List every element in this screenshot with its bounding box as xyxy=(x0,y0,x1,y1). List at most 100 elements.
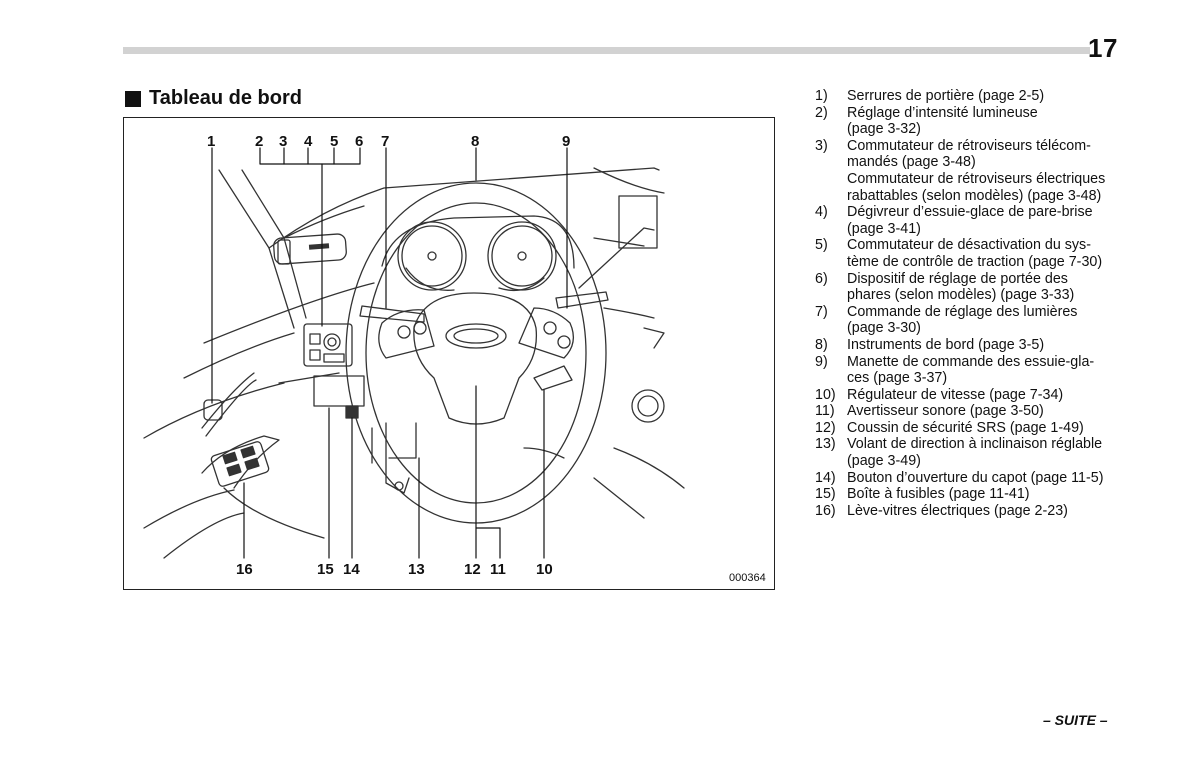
callout-4: 4 xyxy=(304,133,313,150)
legend-item: 4) Dégivreur d’essuie-glace de pare-brise… xyxy=(815,204,1119,237)
legend-text: Dégivreur d’essuie-glace de pare-brise(p… xyxy=(847,204,1119,237)
legend-number: 1) xyxy=(815,88,828,104)
legend-text: Coussin de sécurité SRS (page 1-49) xyxy=(847,420,1119,437)
legend-line: Lève-vitres électriques (page 2-23) xyxy=(847,502,1068,519)
legend-text: Commutateur de désactivation du sys-tème… xyxy=(847,237,1119,270)
callout-10: 10 xyxy=(536,561,553,578)
legend-number: 8) xyxy=(815,336,828,353)
legend-item: 5) Commutateur de désactivation du sys-tè… xyxy=(815,237,1119,270)
callout-11: 11 xyxy=(490,561,506,578)
legend-line: Dispositif de réglage de portée des xyxy=(847,270,1068,287)
legend-number: 4) xyxy=(815,204,828,221)
legend-line: phares (selon modèles) (page 3-33) xyxy=(847,287,1075,304)
legend-text: Commande de réglage des lumières(page 3-… xyxy=(847,304,1119,337)
legend-text: Commutateur de rétroviseurs télécom-mand… xyxy=(847,138,1119,204)
legend-item: 12) Coussin de sécurité SRS (page 1-49) xyxy=(815,420,1119,437)
legend-line: Serrures de portière (page 2-5) xyxy=(847,88,1045,104)
legend-line: (page 3-41) xyxy=(847,220,921,237)
legend-item: 3) Commutateur de rétroviseurs télécom-ma… xyxy=(815,138,1119,204)
legend-item: 2) Réglage d’intensité lumineuse(page 3-3… xyxy=(815,105,1119,138)
callout-2: 2 xyxy=(255,133,264,150)
legend-number: 14) xyxy=(815,469,836,486)
continued-label: – SUITE – xyxy=(1043,712,1108,728)
legend-number: 10) xyxy=(815,386,836,403)
legend-number: 12) xyxy=(815,419,836,436)
legend-item: 8) Instruments de bord (page 3-5) xyxy=(815,337,1119,354)
legend-number: 9) xyxy=(815,353,828,370)
legend-line: tème de contrôle de traction (page 7-30) xyxy=(847,253,1103,270)
legend-text: Bouton d’ouverture du capot (page 11-5) xyxy=(847,470,1119,487)
callout-6: 6 xyxy=(355,133,364,150)
legend-list: 1) Serrures de portière (page 2-5) 2) Régla… xyxy=(815,88,1119,519)
legend-item: 7) Commande de réglage des lumières(page … xyxy=(815,304,1119,337)
legend-line: (page 3-30) xyxy=(847,320,921,337)
legend-text: Manette de commande des essuie-gla-ces (… xyxy=(847,354,1119,387)
legend-text: Régulateur de vitesse (page 7-34) xyxy=(847,387,1119,404)
section-title: Tableau de bord xyxy=(149,87,302,109)
callout-8: 8 xyxy=(471,133,480,150)
callout-1: 1 xyxy=(207,133,216,150)
legend-line: Coussin de sécurité SRS (page 1-49) xyxy=(847,419,1084,436)
legend-item: 13) Volant de direction à inclinaison rég… xyxy=(815,436,1119,469)
callout-3: 3 xyxy=(279,133,288,150)
dashboard-illustration: 1 2 3 4 5 6 7 8 9 16 15 14 13 12 11 10 0… xyxy=(123,117,775,590)
legend-line: Commutateur de rétroviseurs électriques xyxy=(847,170,1106,187)
legend-item: 14) Bouton d’ouverture du capot (page 11-… xyxy=(815,470,1119,487)
legend-line: Boîte à fusibles (page 11-41) xyxy=(847,486,1030,503)
callout-7: 7 xyxy=(381,133,390,150)
dashboard-drawing xyxy=(143,147,685,559)
legend-number: 16) xyxy=(815,502,836,519)
legend-line: Commutateur de rétroviseurs télécom- xyxy=(847,137,1091,154)
legend-number: 11) xyxy=(815,403,835,420)
callout-16: 16 xyxy=(236,561,253,578)
legend-number: 7) xyxy=(815,303,828,320)
legend-item: 15) Boîte à fusibles (page 11-41) xyxy=(815,486,1119,503)
legend-line: mandés (page 3-48) xyxy=(847,154,976,171)
section-heading: Tableau de bord xyxy=(125,87,302,110)
legend-text: Volant de direction à inclinaison réglab… xyxy=(847,436,1119,469)
figure-id: 000364 xyxy=(729,572,766,584)
legend-item: 1) Serrures de portière (page 2-5) xyxy=(815,88,1119,105)
square-bullet-icon xyxy=(125,90,141,107)
legend-item: 11) Avertisseur sonore (page 3-50) xyxy=(815,403,1119,420)
page-number: 17 xyxy=(1088,33,1118,63)
legend-line: Volant de direction à inclinaison réglab… xyxy=(847,436,1103,453)
legend-line: Dégivreur d’essuie-glace de pare-brise xyxy=(847,204,1093,221)
callout-9: 9 xyxy=(562,133,571,150)
legend-item: 16) Lève-vitres électriques (page 2-23) xyxy=(815,503,1119,520)
legend-number: 3) xyxy=(815,137,828,154)
legend-number: 2) xyxy=(815,104,828,121)
legend-number: 13) xyxy=(815,436,836,453)
callout-14: 14 xyxy=(343,561,360,578)
legend-line: (page 3-32) xyxy=(847,121,921,138)
legend-text: Réglage d’intensité lumineuse(page 3-32) xyxy=(847,105,1119,138)
legend-line: rabattables (selon modèles) (page 3-48) xyxy=(847,187,1102,204)
legend-number: 15) xyxy=(815,486,836,503)
legend-line: ces (page 3-37) xyxy=(847,370,948,387)
legend-line: (page 3-49) xyxy=(847,453,921,470)
legend-line: Régulateur de vitesse (page 7-34) xyxy=(847,386,1064,403)
callout-5: 5 xyxy=(330,133,339,150)
callout-15: 15 xyxy=(317,561,334,578)
legend-text: Instruments de bord (page 3-5) xyxy=(847,337,1119,354)
legend-item: 10) Régulateur de vitesse (page 7-34) xyxy=(815,387,1119,404)
legend-line: Commutateur de désactivation du sys- xyxy=(847,237,1091,254)
legend-text: Boîte à fusibles (page 11-41) xyxy=(847,486,1119,503)
legend-line: Manette de commande des essuie-gla- xyxy=(847,353,1095,370)
legend-line: Réglage d’intensité lumineuse xyxy=(847,104,1038,121)
legend-number: 6) xyxy=(815,270,828,287)
legend-line: Avertisseur sonore (page 3-50) xyxy=(847,403,1044,420)
legend-line: Instruments de bord (page 3-5) xyxy=(847,336,1045,353)
legend-text: Avertisseur sonore (page 3-50) xyxy=(847,403,1119,420)
legend-item: 9) Manette de commande des essuie-gla-ces… xyxy=(815,354,1119,387)
callout-12: 12 xyxy=(464,561,481,578)
header-rule xyxy=(123,47,1090,54)
legend-text: Serrures de portière (page 2-5) xyxy=(847,88,1119,105)
callout-13: 13 xyxy=(408,561,425,578)
legend-line: Commande de réglage des lumières xyxy=(847,303,1078,320)
legend-number: 5) xyxy=(815,237,828,254)
legend-line: Bouton d’ouverture du capot (page 11-5) xyxy=(847,469,1104,486)
legend-text: Lève-vitres électriques (page 2-23) xyxy=(847,503,1119,520)
